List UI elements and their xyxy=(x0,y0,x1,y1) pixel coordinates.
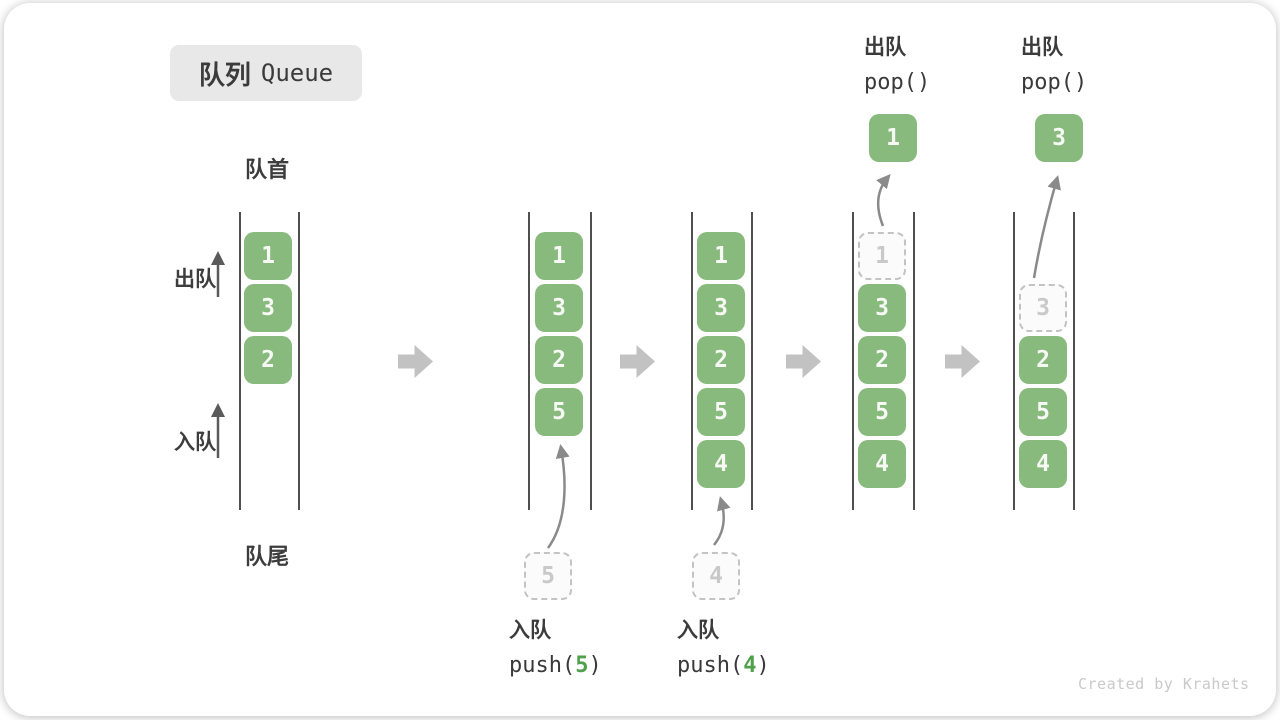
watermark: Created by Krahets xyxy=(1078,675,1250,693)
op-push-4: 入队 push(4) xyxy=(677,614,770,678)
diagram-card xyxy=(4,3,1276,716)
op-action: 入队 xyxy=(677,619,719,642)
staged-cell: 4 xyxy=(692,552,740,600)
queue-cell: 2 xyxy=(858,336,906,384)
queue-cell: 5 xyxy=(535,388,583,436)
removed-cell: 3 xyxy=(1019,284,1067,332)
queue-cell: 2 xyxy=(244,336,292,384)
code-text: ) xyxy=(588,653,602,678)
queue-wall xyxy=(590,212,592,510)
queue-cell: 5 xyxy=(858,388,906,436)
op-pop-2: 出队 pop() xyxy=(1021,31,1087,95)
queue-cell: 3 xyxy=(244,284,292,332)
queue-wall xyxy=(239,212,241,510)
queue-cell: 4 xyxy=(697,440,745,488)
queue-cell: 2 xyxy=(697,336,745,384)
op-action: 入队 xyxy=(509,619,551,642)
op-pop-1: 出队 pop() xyxy=(864,31,930,95)
code-text: push( xyxy=(677,653,744,678)
title-en: Queue xyxy=(260,59,334,87)
queue-cell: 3 xyxy=(858,284,906,332)
label-queue-rear: 队尾 xyxy=(245,544,290,569)
code-arg: 4 xyxy=(743,653,757,678)
op-action: 出队 xyxy=(864,36,906,59)
queue-wall xyxy=(1073,212,1075,510)
staged-cell: 5 xyxy=(524,552,572,600)
queue-cell: 1 xyxy=(244,232,292,280)
title-zh: 队列 xyxy=(198,59,251,90)
label-queue-front: 队首 xyxy=(245,157,290,182)
queue-cell: 2 xyxy=(535,336,583,384)
queue-cell: 5 xyxy=(1019,388,1067,436)
queue-wall xyxy=(298,212,300,510)
label-dequeue: 出队 xyxy=(174,268,216,291)
queue-cell: 3 xyxy=(535,284,583,332)
op-action: 出队 xyxy=(1021,36,1063,59)
popped-cell: 3 xyxy=(1035,114,1083,162)
queue-cell: 4 xyxy=(858,440,906,488)
code-text: push( xyxy=(509,653,576,678)
queue-wall xyxy=(913,212,915,510)
queue-cell: 1 xyxy=(535,232,583,280)
queue-wall xyxy=(852,212,854,510)
label-enqueue: 入队 xyxy=(174,431,216,454)
popped-cell: 1 xyxy=(869,114,917,162)
code-text: pop() xyxy=(1021,70,1088,95)
queue-wall xyxy=(1013,212,1015,510)
code-text: pop() xyxy=(864,70,931,95)
title-badge: 队列 Queue xyxy=(170,45,362,101)
code-text: ) xyxy=(756,653,770,678)
queue-cell: 3 xyxy=(697,284,745,332)
queue-cell: 4 xyxy=(1019,440,1067,488)
queue-wall xyxy=(691,212,693,510)
queue-wall xyxy=(751,212,753,510)
queue-wall xyxy=(528,212,530,510)
code-arg: 5 xyxy=(575,653,589,678)
removed-cell: 1 xyxy=(858,232,906,280)
queue-cell: 5 xyxy=(697,388,745,436)
queue-cell: 2 xyxy=(1019,336,1067,384)
queue-cell: 1 xyxy=(697,232,745,280)
op-push-5: 入队 push(5) xyxy=(509,614,602,678)
